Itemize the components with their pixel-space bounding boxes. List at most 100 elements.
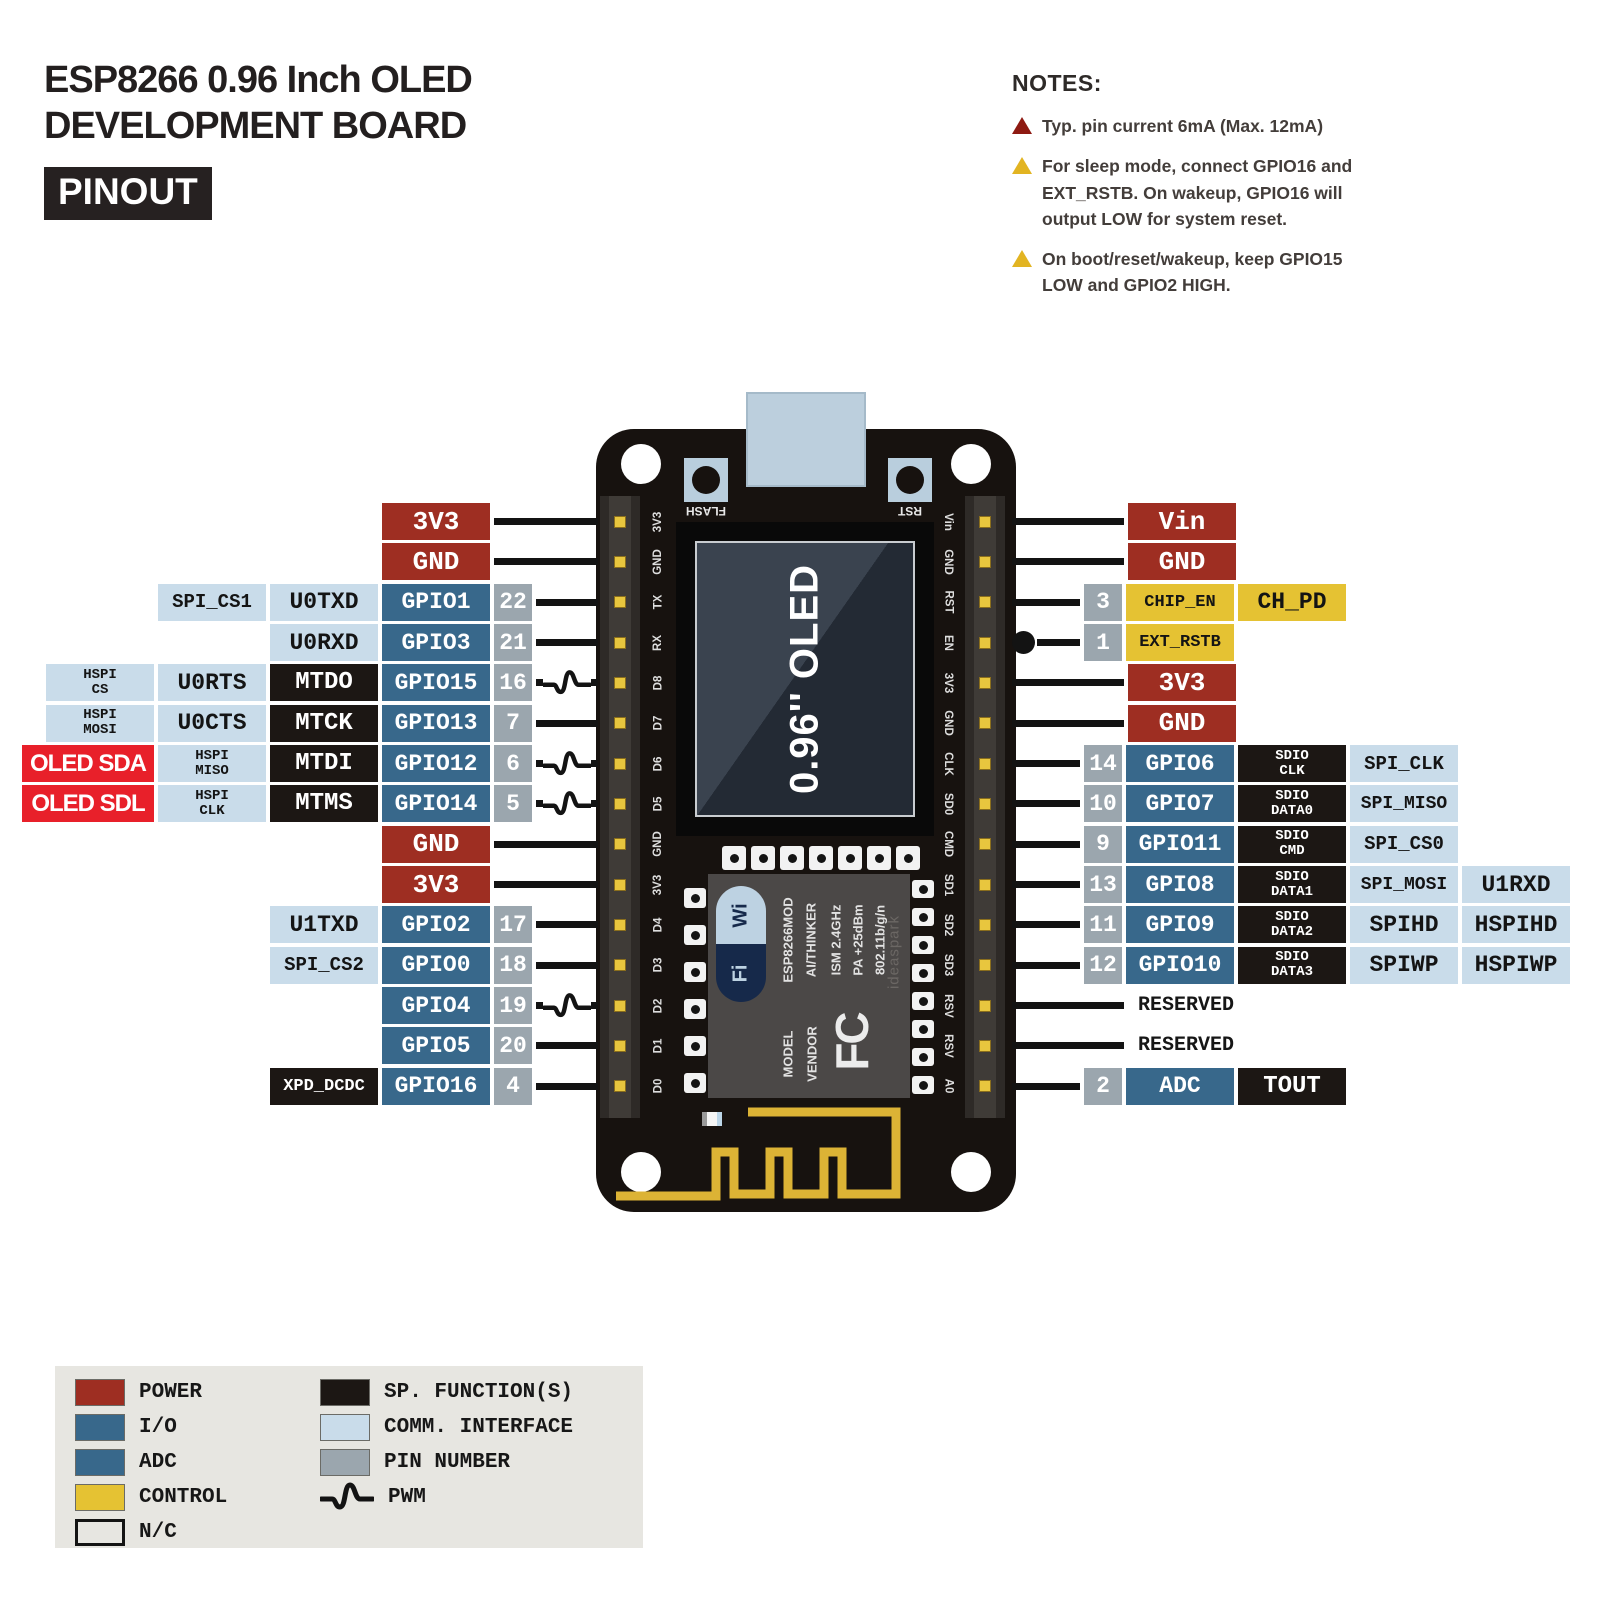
header-pad xyxy=(614,797,626,810)
silk-label-3v3: 3V3 xyxy=(652,511,664,532)
pin-number-3: 3 xyxy=(1084,583,1122,621)
module-pad xyxy=(684,1073,706,1093)
flash-button-cap xyxy=(692,466,720,494)
silk-label-sd3: SD3 xyxy=(942,954,954,977)
silk-label-gnd: GND xyxy=(652,831,664,858)
legend-item-power: POWER xyxy=(75,1378,202,1406)
wifi-logo-top: Wi xyxy=(716,886,766,944)
header-pad xyxy=(614,757,626,770)
header-pad xyxy=(614,515,626,528)
silk-label-en: EN xyxy=(941,634,954,651)
legend-item-sp-function-s-: SP. FUNCTION(S) xyxy=(320,1378,573,1406)
pin-number-5: 5 xyxy=(494,785,532,823)
module-pad xyxy=(751,846,775,870)
pin-box-adc: ADC xyxy=(1126,1067,1234,1105)
module-pad xyxy=(780,846,804,870)
silk-label-tx: TX xyxy=(651,594,664,610)
wire-line xyxy=(1012,598,1080,606)
warning-icon xyxy=(1012,157,1032,175)
header-pad xyxy=(614,959,626,972)
pwm-icon xyxy=(543,750,591,775)
wire-line xyxy=(1012,558,1124,566)
pin-box-gnd: GND xyxy=(1128,543,1236,581)
page-title: ESP8266 0.96 Inch OLED DEVELOPMENT BOARD… xyxy=(44,58,473,221)
wire-dot xyxy=(1012,631,1035,655)
legend-label: SP. FUNCTION(S) xyxy=(384,1380,574,1404)
flash-button[interactable] xyxy=(684,458,728,502)
silk-label-d4: D4 xyxy=(651,917,664,933)
module-pad xyxy=(912,964,934,982)
pin-row: 3V3 xyxy=(8,866,598,904)
header-pad xyxy=(979,797,991,810)
note-item: Typ. pin current 6mA (Max. 12mA) xyxy=(1012,113,1384,139)
pin-box-gpio5: GPIO5 xyxy=(382,1027,490,1065)
module-pad xyxy=(809,846,833,870)
pin-box-gpio6: GPIO6 xyxy=(1126,745,1234,783)
pin-box-mtdi: MTDI xyxy=(270,745,378,783)
pin-number-7: 7 xyxy=(494,704,532,742)
wire-line xyxy=(1012,518,1124,525)
pin-number-13: 13 xyxy=(1084,866,1122,904)
wire xyxy=(536,705,598,742)
wire xyxy=(1012,947,1080,984)
pin-number-14: 14 xyxy=(1084,745,1122,783)
wire-line xyxy=(1012,679,1124,687)
legend-label: PIN NUMBER xyxy=(384,1450,511,1474)
pin-box-spi-mosi: SPI_MOSI xyxy=(1350,866,1458,904)
wire xyxy=(1012,1027,1124,1064)
pin-box-gpio12: GPIO12 xyxy=(382,745,490,783)
silk-label-d2: D2 xyxy=(651,998,664,1014)
pin-box-gpio2: GPIO2 xyxy=(382,906,490,944)
wire xyxy=(1012,745,1080,782)
title-line1: ESP8266 0.96 Inch OLED xyxy=(44,59,473,101)
wire-line xyxy=(536,1002,543,1010)
pin-box-spi-cs0: SPI_CS0 xyxy=(1350,825,1458,863)
wire-line xyxy=(536,639,598,647)
pin-number-18: 18 xyxy=(494,946,532,984)
pin-box-gpio7: GPIO7 xyxy=(1126,785,1234,823)
module-pad xyxy=(684,925,706,945)
pin-box-tout: TOUT xyxy=(1238,1067,1346,1105)
pin-row: RESERVED xyxy=(1012,987,1600,1024)
pin-box-gpio1: GPIO1 xyxy=(382,583,490,621)
pin-box-gpio9: GPIO9 xyxy=(1126,906,1234,944)
pin-box-ch-pd: CH_PD xyxy=(1238,583,1346,621)
pin-number-9: 9 xyxy=(1084,825,1122,863)
pin-box-spiwp: SPIWP xyxy=(1350,946,1458,984)
pin-box-gpio13: GPIO13 xyxy=(382,704,490,742)
silk-label-3v3: 3V3 xyxy=(652,874,664,895)
legend-item-control: CONTROL xyxy=(75,1483,227,1511)
legend-swatch xyxy=(75,1518,125,1546)
rst-button[interactable] xyxy=(888,458,932,502)
silk-label-d8: D8 xyxy=(651,675,664,691)
pin-box-gpio11: GPIO11 xyxy=(1126,825,1234,863)
wire xyxy=(1012,987,1124,1024)
silk-label-sd2: SD2 xyxy=(942,913,954,937)
oled-screen: 0.96'' OLED xyxy=(695,541,915,817)
header-pad xyxy=(614,1040,626,1053)
wire xyxy=(1012,1068,1080,1105)
legend-item-adc: ADC xyxy=(75,1448,177,1476)
pwm-legend-icon xyxy=(320,1481,374,1513)
header-pad xyxy=(979,596,991,609)
pin-box-chip-en: CHIP_EN xyxy=(1126,583,1234,621)
pin-box-mtdo: MTDO xyxy=(270,664,378,702)
wire-line xyxy=(1012,1042,1124,1050)
rst-button-label: RST xyxy=(898,504,922,518)
wire-line xyxy=(1012,961,1080,969)
wire xyxy=(1012,785,1080,822)
legend-swatch xyxy=(320,1448,370,1476)
module-pad xyxy=(684,962,706,982)
wire-line xyxy=(1012,1002,1124,1010)
legend-label: I/O xyxy=(139,1415,177,1439)
header-pad xyxy=(614,555,626,568)
